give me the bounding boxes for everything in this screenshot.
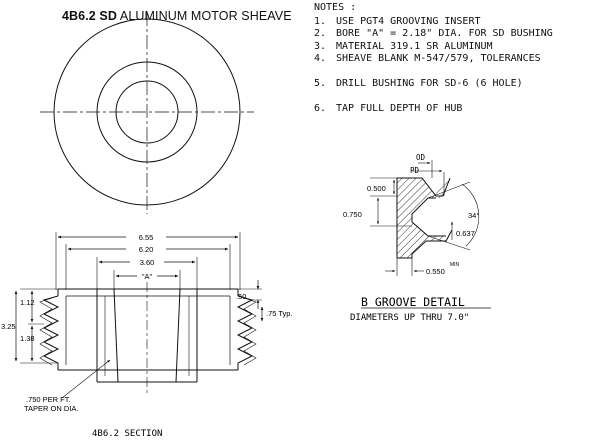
dim-1-38: 1.38: [20, 334, 35, 343]
note-number: 3.: [314, 40, 327, 52]
dim-0-750: 0.750: [343, 210, 362, 219]
dim-0-550: 0.550: [426, 267, 445, 276]
note-number: 4.: [314, 53, 327, 65]
note-number: 1.: [314, 15, 327, 27]
note-4: 4. SHEAVE BLANK M-547/579, TOLERANCES: [314, 53, 598, 66]
front-view: [40, 12, 254, 214]
groove-detail: [396, 177, 480, 259]
dim-3-25: 3.25: [1, 322, 16, 331]
taper-note-line-1: .750 PER FT.: [26, 395, 71, 404]
notes-block: NOTES : 1. USE PGT4 GROOVING INSERT 2. BOR…: [314, 2, 598, 115]
note-text: TAP FULL DEPTH OF HUB: [336, 102, 463, 114]
section-view: [14, 232, 264, 399]
note-text: USE PGT4 GROOVING INSERT: [336, 15, 481, 27]
note-text: BORE "A" = 2.18" DIA. FOR SD BUSHING: [336, 28, 553, 40]
dim-0-637: 0.637: [456, 229, 475, 238]
section-caption: 4B6.2 SECTION: [92, 429, 162, 439]
dim-0-50: .50: [236, 292, 246, 301]
groove-detail-caption: B GROOVE DETAIL: [361, 295, 465, 309]
note-number: 2.: [314, 28, 327, 40]
od-label: OD: [416, 153, 426, 162]
note-number: 6.: [314, 102, 327, 114]
note-text: SHEAVE BLANK M-547/579, TOLERANCES: [336, 53, 541, 65]
groove-detail-subcaption: DIAMETERS UP THRU 7.0": [350, 313, 469, 323]
dim-6-20: 6.20: [139, 245, 154, 254]
dim-0-500: 0.500: [367, 184, 386, 193]
part-name: ALUMINUM MOTOR SHEAVE: [119, 9, 292, 23]
bore-label: "A": [142, 272, 153, 281]
note-number: 5.: [314, 77, 327, 89]
groove-dims: [370, 160, 454, 276]
pd-label: PD: [410, 166, 420, 175]
note-2: 2. BORE "A" = 2.18" DIA. FOR SD BUSHING: [314, 28, 598, 41]
note-5: 5. DRILL BUSHING FOR SD-6 (6 HOLE): [314, 78, 598, 91]
dim-pitch-typ: .75 Typ.: [266, 309, 293, 318]
drawing-title: 4B6.2 SD ALUMINUM MOTOR SHEAVE: [62, 9, 292, 23]
note-6: 6. TAP FULL DEPTH OF HUB: [314, 103, 598, 116]
dim-1-12: 1.12: [20, 298, 35, 307]
note-3: 3. MATERIAL 319.1 SR ALUMINUM: [314, 41, 598, 54]
part-number: 4B6.2 SD: [62, 9, 117, 23]
groove-angle: 34°: [468, 211, 479, 220]
taper-note-line-2: TAPER ON DIA.: [24, 404, 78, 413]
notes-header: NOTES :: [314, 2, 357, 13]
dim-6-55: 6.55: [139, 233, 154, 242]
note-text: DRILL BUSHING FOR SD-6 (6 HOLE): [336, 77, 523, 89]
dim-3-60: 3.60: [140, 258, 155, 267]
note-text: MATERIAL 319.1 SR ALUMINUM: [336, 40, 493, 52]
note-1: 1. USE PGT4 GROOVING INSERT: [314, 16, 598, 29]
min-label: MIN: [450, 262, 460, 268]
